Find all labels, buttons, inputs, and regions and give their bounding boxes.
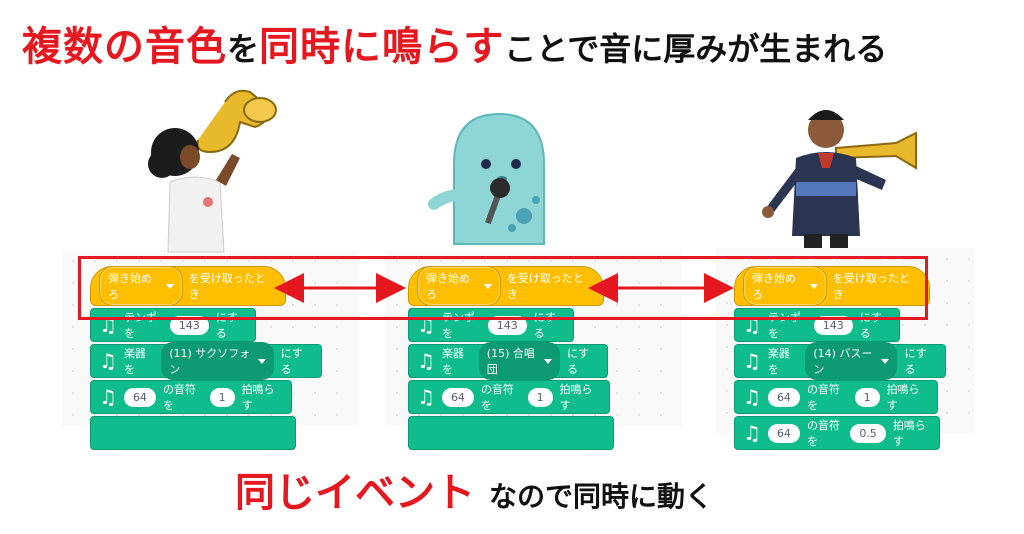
instrument-dropdown[interactable]: (11) サクソフォン (161, 342, 274, 380)
beats-input[interactable]: 0.5 (850, 423, 886, 443)
hat-label: を受け取ったとき (832, 272, 910, 301)
trumpet-player-sprite (762, 110, 917, 248)
instrument-dropdown[interactable]: (15) 合唱団 (478, 342, 561, 380)
instrument-suffix: にする (567, 347, 590, 376)
saxophone-player-sprite (148, 89, 277, 253)
instrument-dropdown[interactable]: (14) バスーン (805, 342, 898, 380)
set-tempo-block[interactable]: ♫ テンポを 143 にする (408, 308, 574, 342)
play-note-block[interactable]: ♫ 64 の音符を 1 拍鳴らす (90, 380, 292, 414)
beats-suffix: 拍鳴らす (559, 383, 593, 412)
headline-rest: ことで音に厚みが生まれる (504, 30, 888, 68)
message-dropdown[interactable]: 弾き始めろ (743, 266, 827, 306)
note-input[interactable]: 64 (767, 387, 800, 407)
music-note-icon: ♫ (417, 313, 435, 337)
set-instrument-block[interactable]: ♫ 楽器を (15) 合唱団 にする (408, 342, 608, 380)
instrument-suffix: にする (280, 347, 303, 376)
instrument-label: 楽器を (123, 347, 146, 376)
play-note-block-partial[interactable] (90, 416, 296, 450)
chevron-down-icon (881, 358, 890, 364)
footer-rest: なので同時に動く (489, 480, 714, 513)
music-note-icon: ♫ (743, 421, 761, 445)
instrument-value: (14) バスーン (813, 347, 873, 376)
when-receive-hat-block[interactable]: 弾き始めろ を受け取ったとき (90, 266, 286, 306)
instrument-label: 楽器を (767, 347, 790, 376)
headline-emphasis-2: 同時に鳴らす (259, 24, 505, 70)
music-note-icon: ♫ (417, 385, 435, 409)
hat-label: を受け取ったとき (506, 272, 584, 301)
tempo-input[interactable]: 143 (487, 315, 527, 335)
note-label: の音符を (162, 383, 196, 412)
when-receive-hat-block[interactable]: 弾き始めろ を受け取ったとき (408, 266, 604, 306)
when-receive-hat-block[interactable]: 弾き始めろ を受け取ったとき (734, 266, 930, 306)
chevron-down-icon (483, 283, 492, 289)
set-tempo-block[interactable]: ♫ テンポを 143 にする (734, 308, 900, 342)
beats-suffix: 拍鳴らす (241, 383, 275, 412)
play-note-block[interactable]: ♫ 64 の音符を 1 拍鳴らす (734, 380, 938, 414)
message-dropdown[interactable]: 弾き始めろ (99, 266, 183, 306)
headline-emphasis-1: 複数の音色 (22, 24, 227, 70)
music-note-icon: ♫ (99, 385, 117, 409)
play-note-block[interactable]: ♫ 64 の音符を 0.5 拍鳴らす (734, 416, 940, 450)
beats-input[interactable]: 1 (527, 387, 553, 407)
message-dropdown[interactable]: 弾き始めろ (417, 266, 501, 306)
note-input[interactable]: 64 (123, 387, 156, 407)
set-instrument-block[interactable]: ♫ 楽器を (11) サクソフォン にする (90, 342, 322, 380)
music-note-icon: ♫ (99, 313, 117, 337)
beats-input[interactable]: 1 (209, 387, 235, 407)
instrument-suffix: にする (904, 347, 927, 376)
highlight-box (78, 256, 928, 320)
instrument-value: (11) サクソフォン (169, 347, 251, 376)
music-note-icon: ♫ (743, 385, 761, 409)
play-note-block-partial[interactable] (408, 416, 614, 450)
headline: 複数の音色 を 同時に鳴らす ことで音に厚みが生まれる (22, 14, 1012, 78)
note-input[interactable]: 64 (441, 387, 474, 407)
chevron-down-icon (809, 283, 818, 289)
footer-caption: 同じイベント なので同時に動く (235, 460, 855, 520)
tempo-input[interactable]: 143 (169, 315, 209, 335)
message-name: 弾き始めろ (752, 272, 796, 301)
set-instrument-block[interactable]: ♫ 楽器を (14) バスーン にする (734, 342, 946, 380)
hat-label: を受け取ったとき (188, 272, 266, 301)
blob-singer-sprite (428, 112, 545, 245)
music-note-icon: ♫ (99, 349, 117, 373)
note-label: の音符を (806, 383, 840, 412)
code-panel-bassoon: 弾き始めろ を受け取ったとき ♫ テンポを 143 にする ♫ 楽器を (14)… (716, 248, 974, 450)
music-note-icon: ♫ (417, 349, 435, 373)
beats-suffix: 拍鳴らす (886, 383, 920, 412)
message-name: 弾き始めろ (426, 272, 470, 301)
music-note-icon: ♫ (743, 313, 761, 337)
footer-emphasis: 同じイベント (235, 470, 475, 516)
instrument-label: 楽器を (441, 347, 464, 376)
chevron-down-icon (257, 358, 266, 364)
music-note-icon: ♫ (743, 349, 761, 373)
instrument-value: (15) 合唱団 (486, 347, 535, 376)
message-name: 弾き始めろ (108, 272, 152, 301)
beats-input[interactable]: 1 (854, 387, 880, 407)
tempo-input[interactable]: 143 (813, 315, 853, 335)
note-label: の音符を (480, 383, 514, 412)
note-input[interactable]: 64 (767, 423, 800, 443)
play-note-block[interactable]: ♫ 64 の音符を 1 拍鳴らす (408, 380, 610, 414)
chevron-down-icon (165, 283, 174, 289)
beats-suffix: 拍鳴らす (892, 419, 926, 448)
headline-particle: を (227, 30, 260, 68)
note-label: の音符を (806, 419, 840, 448)
chevron-down-icon (544, 358, 553, 364)
